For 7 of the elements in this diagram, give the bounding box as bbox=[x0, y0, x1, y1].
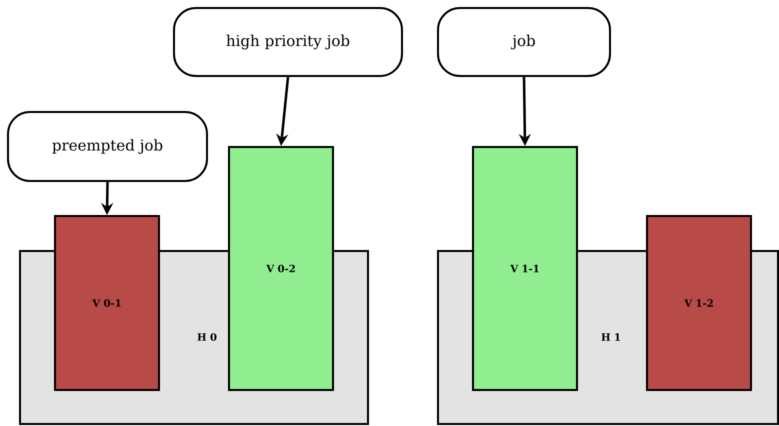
vm-box: V 0-2 bbox=[228, 146, 334, 391]
callout-bubble: job bbox=[437, 7, 611, 77]
vm-box: V 1-1 bbox=[472, 146, 578, 391]
callout-bubble: preempted job bbox=[7, 111, 208, 182]
vm-box: V 0-1 bbox=[54, 215, 160, 391]
vm-box: V 1-2 bbox=[646, 215, 752, 391]
callout-bubble: high priority job bbox=[173, 7, 403, 77]
